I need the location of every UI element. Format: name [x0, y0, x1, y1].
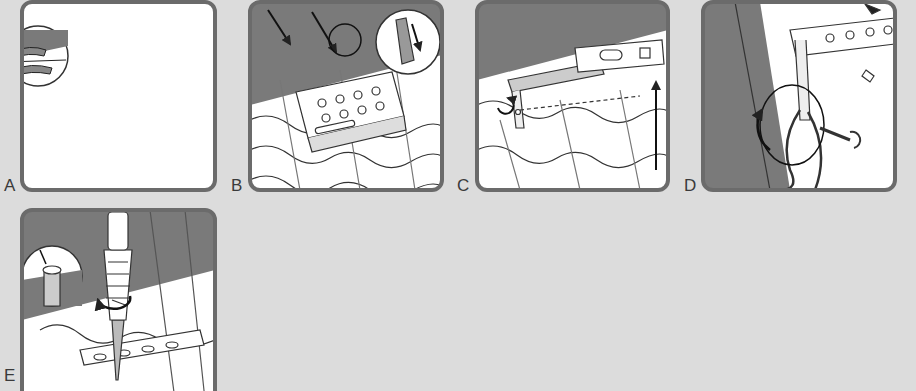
panel-a — [8, 2, 215, 190]
panel-letter: B — [231, 176, 242, 196]
panel-e — [22, 210, 215, 391]
panel-c — [477, 2, 668, 190]
panel-b — [250, 2, 442, 198]
panel-letter: E — [4, 366, 15, 386]
panel-letter: C — [457, 176, 469, 196]
panel-letter: D — [684, 176, 696, 196]
panel-d — [703, 2, 895, 190]
panel-letter: A — [4, 176, 15, 196]
